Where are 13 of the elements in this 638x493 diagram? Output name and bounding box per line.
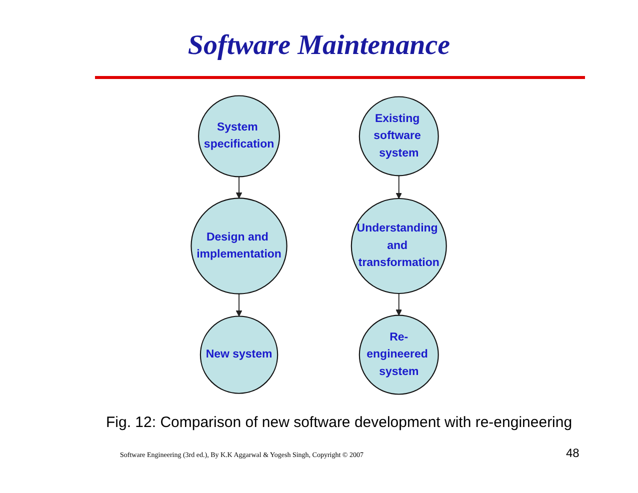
slide-title: Software Maintenance xyxy=(186,30,452,62)
node-circle: Existing software system xyxy=(359,96,440,176)
node-circle: Re-engineered system xyxy=(359,314,440,395)
node-circle: Design and implementation xyxy=(190,198,288,294)
page-number: 48 xyxy=(566,446,580,460)
arrow xyxy=(236,293,242,317)
node-circle: Understanding and transformation xyxy=(351,198,448,294)
arrow xyxy=(396,293,402,316)
node-circle: New system xyxy=(200,316,278,394)
figure-caption: Fig. 12: Comparison of new software development with re-engineering xyxy=(106,414,572,431)
node-circle: System specification xyxy=(198,95,280,178)
arrow xyxy=(396,175,402,199)
arrow xyxy=(236,176,242,198)
